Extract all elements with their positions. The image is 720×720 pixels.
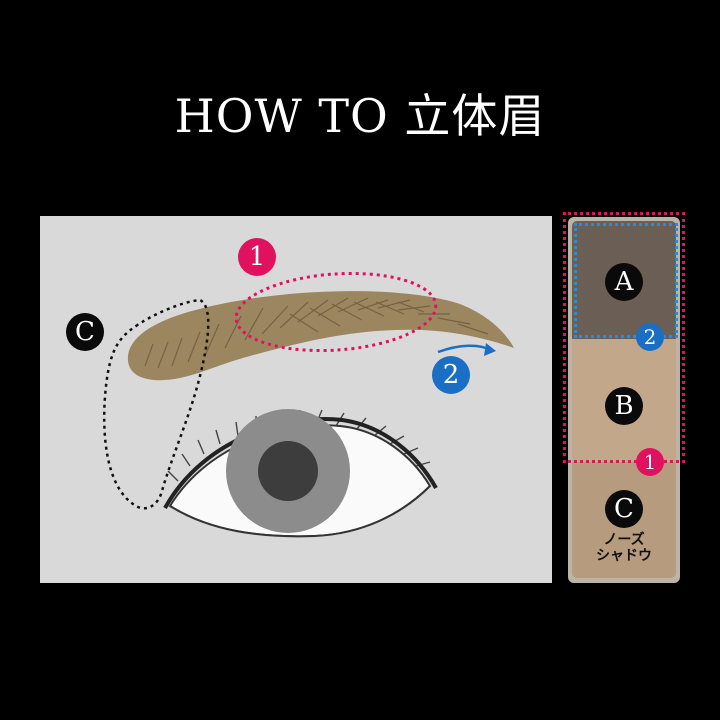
eye-brow-drawing [102, 271, 514, 583]
step2-arrowhead [484, 343, 496, 356]
eyelid-line [163, 417, 438, 509]
pan-b-label: B [605, 387, 643, 425]
pan-c-label: C [605, 490, 643, 528]
eyebrow-shape [127, 291, 514, 381]
step2-badge: 2 [432, 356, 470, 394]
step2-palette-area [574, 223, 678, 338]
step1-palette-area [563, 212, 685, 463]
page-title: HOW TO 立体眉 [174, 89, 546, 143]
pan-b: B [572, 339, 676, 462]
step2-arrow [437, 344, 491, 354]
palette-step2-badge: 2 [636, 323, 664, 351]
pan-c-caption-line2: シャドウ [596, 548, 652, 564]
pan-c-caption-line1: ノーズ [603, 532, 645, 548]
pan-c: C ノーズ シャドウ [572, 462, 676, 578]
eyebrow-palette: A B C ノーズ シャドウ [568, 217, 680, 583]
step1-area-outline [234, 271, 438, 353]
nose-shadow-badge: C [66, 313, 104, 351]
pan-a-label: A [605, 263, 643, 301]
pan-a: A [572, 221, 676, 339]
nose-shadow-outline [102, 298, 210, 510]
pupil [258, 441, 318, 501]
eyebrow-illustration: 1 2 C [40, 216, 552, 583]
step1-badge: 1 [238, 238, 276, 276]
palette-step1-badge: 1 [636, 448, 664, 476]
brow-hair-strokes [144, 297, 489, 369]
